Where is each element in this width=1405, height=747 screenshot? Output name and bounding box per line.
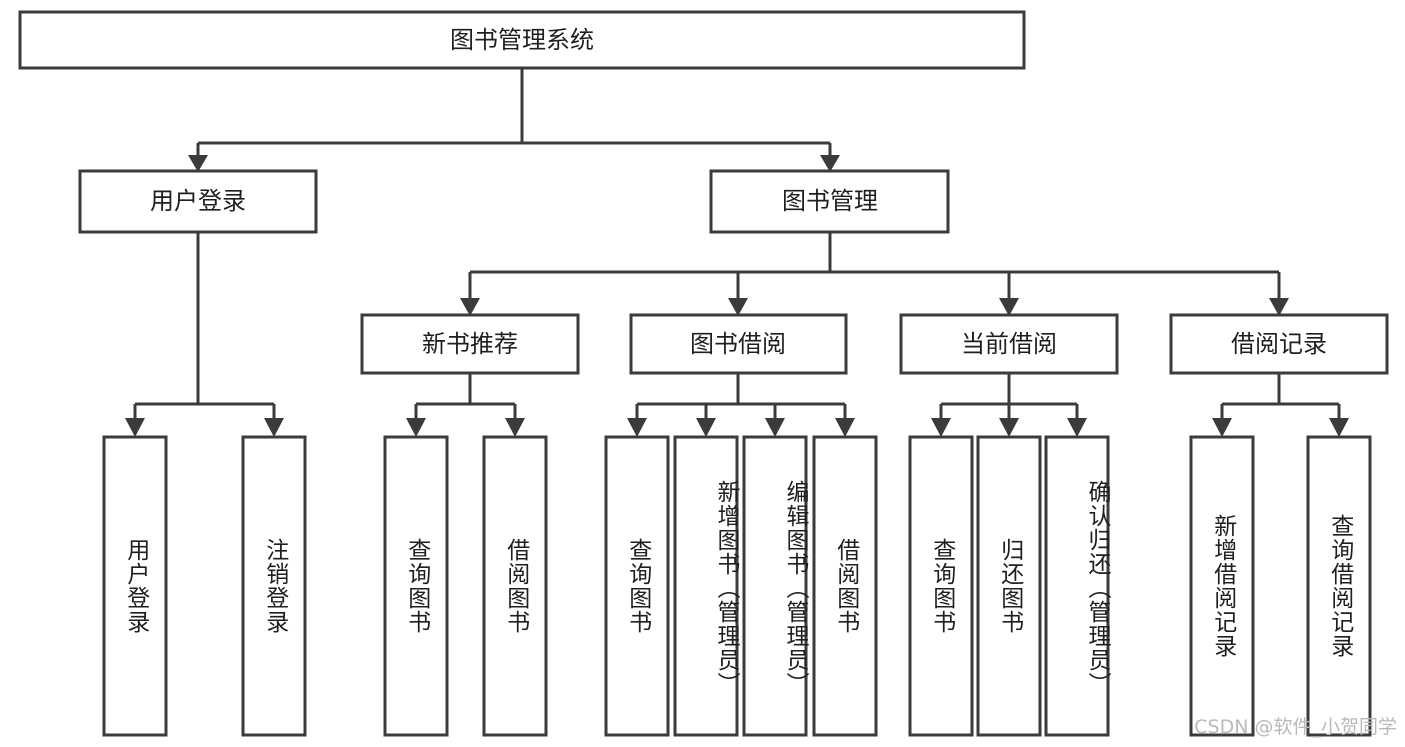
node-user-login-label: 用户登录 <box>150 187 246 215</box>
node-current-borrow-label: 当前借阅 <box>961 330 1057 358</box>
leaf-box-query-book-3[interactable] <box>908 435 974 737</box>
leaf-box-add-record[interactable] <box>1189 435 1255 737</box>
connector-currentborrow-to-leaves <box>931 373 1087 437</box>
node-book-manage[interactable]: 图书管理 <box>709 169 950 234</box>
node-borrow-record-label: 借阅记录 <box>1231 330 1327 358</box>
leaf-box-user-logout[interactable] <box>241 435 307 737</box>
connector-borrowrecord-to-leaves <box>1212 373 1349 437</box>
leaf-box-edit-book[interactable] <box>742 435 808 737</box>
csdn-watermark: CSDN @软件_小贺同学 <box>1194 716 1397 738</box>
node-user-login[interactable]: 用户登录 <box>78 169 318 234</box>
node-root[interactable]: 图书管理系统 <box>18 10 1026 70</box>
connector-newbook-to-leaves <box>406 373 525 437</box>
leaf-box-borrow-book-2[interactable] <box>812 435 878 737</box>
connector-userlogin-to-leaves <box>125 232 284 437</box>
node-new-book-recommend[interactable]: 新书推荐 <box>360 313 580 375</box>
node-book-manage-label: 图书管理 <box>782 187 878 215</box>
node-book-borrow-label: 图书借阅 <box>690 330 786 358</box>
node-current-borrow[interactable]: 当前借阅 <box>899 313 1119 375</box>
leaf-box-borrow-book-1[interactable] <box>482 435 548 737</box>
node-root-label: 图书管理系统 <box>450 26 594 54</box>
leaf-box-query-book-2[interactable] <box>604 435 670 737</box>
node-book-borrow[interactable]: 图书借阅 <box>629 313 848 375</box>
leaf-box-confirm-return[interactable] <box>1044 435 1110 737</box>
leaf-box-return-book[interactable] <box>976 435 1042 737</box>
connector-bookmanage-to-level3 <box>460 232 1289 316</box>
leaf-box-query-book-1[interactable] <box>383 435 449 737</box>
leaf-box-query-record[interactable] <box>1306 435 1372 737</box>
leaf-box-user-login[interactable] <box>102 435 168 737</box>
node-new-book-recommend-label: 新书推荐 <box>422 330 518 358</box>
node-borrow-record[interactable]: 借阅记录 <box>1169 313 1389 375</box>
leaf-box-add-book[interactable] <box>673 435 739 737</box>
connector-bookborrow-to-leaves <box>627 373 855 437</box>
connector-root-to-level2 <box>188 68 840 172</box>
